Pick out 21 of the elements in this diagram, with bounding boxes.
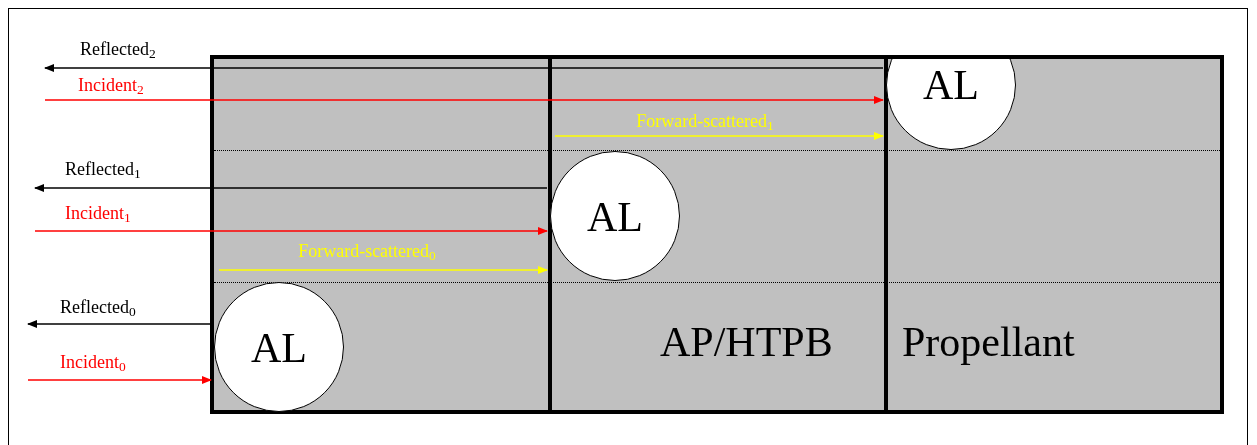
particle-label: AL: [923, 62, 979, 108]
edge-label: Incident$_{2}$: [78, 74, 144, 96]
edge-label: Incident$_{1}$: [65, 202, 131, 224]
arrow: [554, 132, 884, 140]
edge-label: Reflected$_{2}$: [80, 38, 156, 60]
edge-label: Reflected$_{0}$: [60, 296, 136, 318]
region-label: AP/HTPB: [660, 318, 833, 366]
edge-label: Forward-scattered$_{0}$: [298, 240, 436, 262]
particle-label: AL: [587, 194, 643, 240]
arrow: [218, 266, 548, 274]
arrow: [44, 64, 884, 72]
edge-label: Forward-scattered$_{1}$: [636, 110, 774, 132]
arrow: [34, 184, 548, 192]
particle-label: AL: [251, 325, 307, 371]
region-label: Propellant: [902, 318, 1075, 366]
arrow: [27, 320, 212, 328]
arrow: [34, 227, 548, 235]
edge-label: Incident$_{0}$: [60, 351, 126, 373]
arrow: [27, 376, 212, 384]
edge-label: Reflected$_{1}$: [65, 158, 141, 180]
arrow: [44, 96, 884, 104]
